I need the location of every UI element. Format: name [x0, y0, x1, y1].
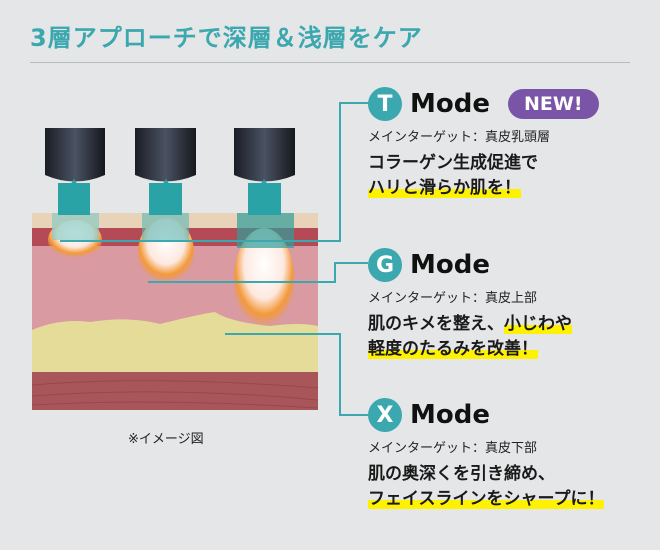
x-mode-heat-zone [234, 228, 294, 332]
g-mode-leader-line [148, 262, 368, 283]
mode-target: メインターゲット：真皮上部 [368, 291, 538, 306]
mode-name: Mode [410, 250, 490, 280]
x-mode-badge: X [368, 398, 402, 432]
desc-line: コラーゲン生成促進で [368, 153, 538, 173]
g-mode-badge: G [368, 248, 402, 282]
mode-name: Mode [410, 89, 490, 119]
mode-description: 肌のキメを整え、小じわや 軽度のたるみを改善！ [368, 312, 572, 362]
t-mode-leader-line [60, 102, 370, 242]
desc-line-highlight: フェイスラインをシャープに！ [368, 489, 605, 509]
g-mode-block: G Mode メインターゲット：真皮上部 肌のキメを整え、小じわや 軽度のたるみ… [368, 247, 572, 362]
device-heads [45, 128, 295, 248]
page-title: 3層アプローチで深層＆浅層をケア [30, 24, 423, 52]
mode-name: Mode [410, 400, 490, 430]
desc-line-highlight: 軽度のたるみを改善！ [368, 339, 538, 359]
desc-line-highlight: ハリと滑らか肌を！ [368, 178, 521, 198]
image-caption: ※イメージ図 [128, 432, 204, 447]
muscle-layer [32, 372, 318, 410]
x-mode-block: X Mode メインターゲット：真皮下部 肌の奥深くを引き締め、 フェイスライン… [368, 397, 605, 512]
desc-line: 肌の奥深くを引き締め、 [368, 464, 555, 484]
mode-target: メインターゲット：真皮乳頭層 [368, 130, 551, 145]
desc-line: 肌のキメを整え、 [368, 314, 504, 334]
divider [30, 62, 630, 63]
mode-target: メインターゲット：真皮下部 [368, 441, 538, 456]
mode-description: 肌の奥深くを引き締め、 フェイスラインをシャープに！ [368, 462, 605, 512]
t-mode-badge: T [368, 87, 402, 121]
fat-layer [32, 312, 318, 372]
new-badge: NEW! [507, 89, 599, 119]
x-mode-leader-line [225, 333, 368, 416]
desc-line-highlight: 小じわや [504, 314, 572, 334]
mode-description: コラーゲン生成促進で ハリと滑らか肌を！ [368, 151, 599, 201]
t-mode-block: T Mode NEW! メインターゲット：真皮乳頭層 コラーゲン生成促進で ハリ… [368, 86, 599, 201]
